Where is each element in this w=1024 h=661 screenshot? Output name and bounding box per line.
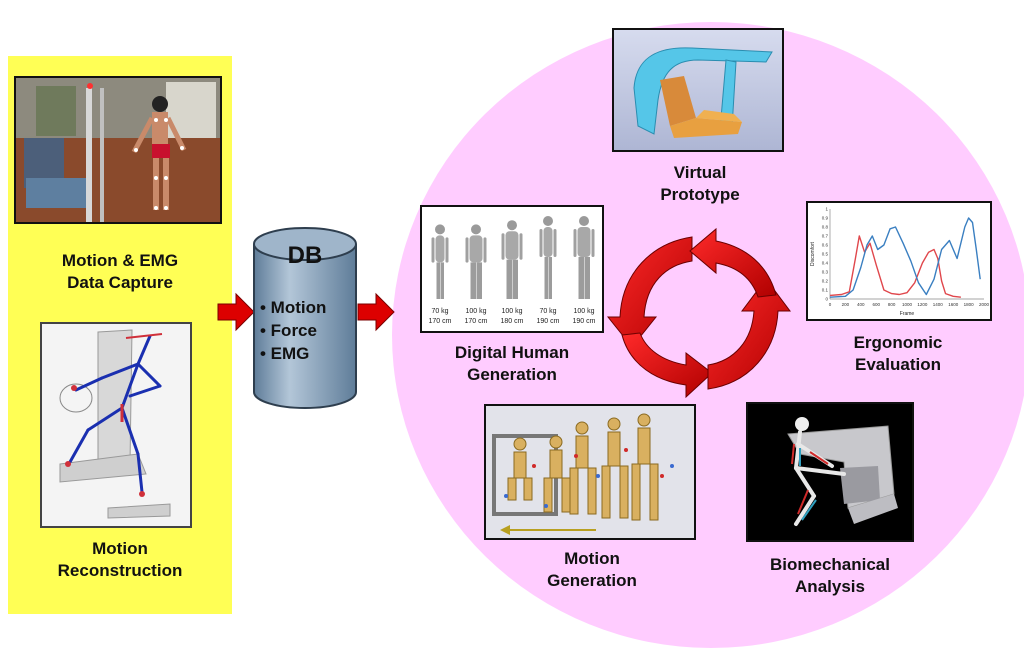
ergonomic-label: Ergonomic Evaluation	[853, 333, 943, 374]
digital-human-figures: 70 kg 170 cm 100 kg 170 cm 100 kg 180 cm 70 kg…	[429, 216, 596, 325]
series-line-1	[829, 235, 961, 298]
x-tick-label: 400	[857, 302, 865, 307]
y-tick-label: 0.3	[822, 270, 829, 275]
human-figure	[539, 216, 557, 299]
x-tick-label: 600	[872, 302, 880, 307]
db-item-force: • Force	[260, 321, 317, 340]
y-tick-label: 0.4	[822, 261, 829, 266]
human-figure	[465, 224, 487, 299]
database-cylinder: DB • Motion • Force • EMG	[250, 224, 360, 412]
x-axis-title: Frame	[900, 311, 915, 317]
biomechanical-label: Biomechanical Analysis	[770, 555, 890, 596]
motion-generation-image	[484, 404, 696, 540]
digital-human-image: 70 kg 170 cm 100 kg 170 cm 100 kg 180 cm 70 kg…	[420, 205, 604, 333]
figure-weight: 70 kg	[431, 308, 448, 315]
cycle-arrow-left	[606, 236, 693, 348]
cycle-arrows	[606, 227, 791, 399]
ergonomic-chart: 0 200 400 600 800 1000 1200 1400 1600 1800 2000 0 0.…	[810, 207, 990, 318]
x-tick-label: 0	[829, 302, 832, 307]
y-tick-label: 1	[825, 207, 828, 212]
human-figure	[573, 216, 595, 299]
x-tick-label: 200	[842, 302, 850, 307]
capture-label: Motion & EMG Data Capture	[61, 251, 179, 292]
x-tick-label: 1800	[964, 302, 975, 307]
y-tick-label: 0.2	[822, 279, 829, 284]
figure-height: 190 cm	[573, 318, 596, 325]
figure-height: 170 cm	[429, 318, 452, 325]
x-tick-label: 1400	[933, 302, 944, 307]
biomechanical-image	[746, 402, 914, 542]
y-tick-label: 0.9	[822, 216, 829, 221]
motion-reconstruction-image	[40, 322, 192, 528]
y-tick-label: 0.8	[822, 225, 829, 230]
y-tick-label: 0	[825, 297, 828, 302]
x-tick-label: 2000	[979, 302, 990, 307]
virtual-prototype-image	[612, 28, 784, 152]
y-tick-label: 0.6	[822, 243, 829, 248]
figure-height: 190 cm	[537, 318, 560, 325]
arrow-capture-to-db	[217, 292, 255, 332]
figure-height: 180 cm	[501, 318, 524, 325]
motion-capture-photo	[14, 76, 222, 224]
cycle-arrow-top	[689, 227, 777, 298]
reconstruction-label: Motion Reconstruction	[57, 539, 183, 580]
human-figure	[501, 220, 523, 299]
series-line-2	[829, 217, 981, 298]
figure-weight: 100 kg	[465, 308, 486, 315]
virtual-prototype-label: Virtual Prototype	[660, 163, 740, 204]
x-tick-label: 800	[888, 302, 896, 307]
db-item-motion: • Motion	[260, 298, 327, 317]
y-tick-label: 0.1	[822, 288, 829, 293]
cycle-arrow-bottom	[621, 332, 713, 399]
figure-weight: 100 kg	[573, 308, 594, 315]
figure-weight: 70 kg	[539, 308, 556, 315]
arrow-db-to-pipeline	[357, 292, 395, 332]
figure-height: 170 cm	[465, 318, 488, 325]
x-tick-label: 1000	[902, 302, 913, 307]
cycle-arrow-right	[707, 278, 791, 390]
y-tick-label: 0.5	[822, 252, 829, 257]
db-item-emg: • EMG	[260, 344, 310, 363]
motion-generation-label: Motion Generation	[547, 549, 637, 590]
db-title: DB	[287, 242, 323, 269]
cylinder-shape	[253, 227, 357, 409]
ergonomic-chart-frame: 0 200 400 600 800 1000 1200 1400 1600 1800 2000 0 0.…	[806, 201, 992, 321]
figure-weight: 100 kg	[501, 308, 522, 315]
x-tick-label: 1200	[917, 302, 928, 307]
x-tick-label: 1600	[948, 302, 959, 307]
y-axis-title: Discomfort	[810, 241, 816, 266]
y-tick-label: 0.7	[822, 234, 829, 239]
human-figure	[431, 224, 449, 299]
digital-human-label: Digital Human Generation	[454, 343, 570, 384]
